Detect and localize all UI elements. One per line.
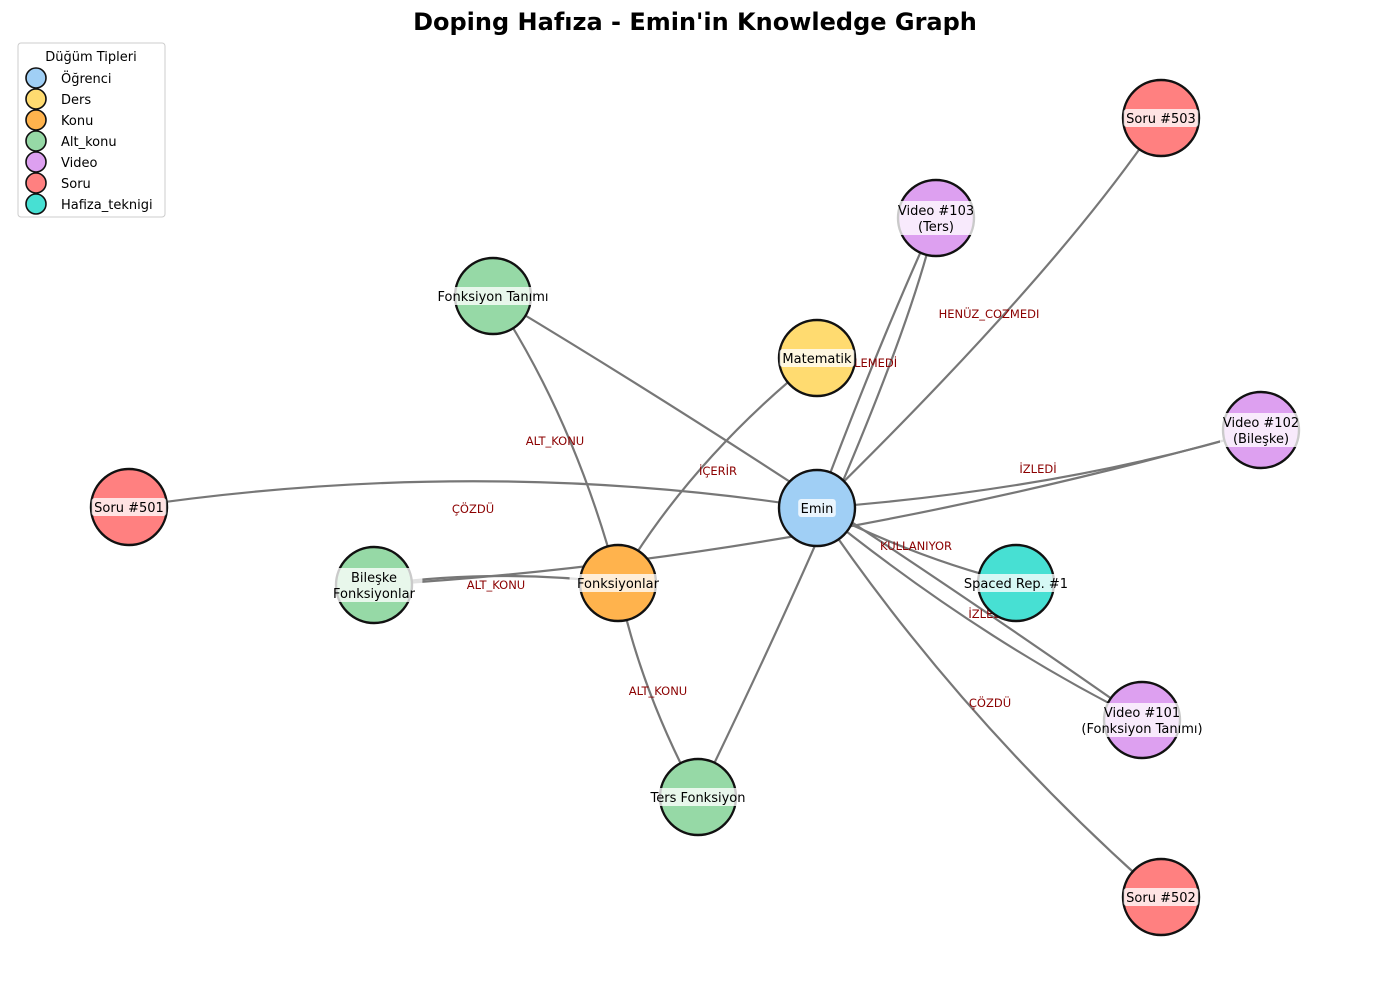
node-ters[interactable]: Ters Fonksiyon	[642, 757, 754, 837]
edge-labels-layer: ÇÖZDÜÇÖZDÜHENÜZ_COZMEDIİZLEMEDİİZLEDİİZL…	[452, 305, 1057, 710]
legend-label: Konu	[61, 114, 93, 129]
edge-label: İZLEDİ	[1019, 461, 1056, 476]
edge-label: İÇERİR	[699, 463, 737, 478]
legend-box	[17, 42, 166, 218]
edge-emin-soru503	[816, 117, 1162, 509]
node-label: Fonksiyon Tanımı	[437, 290, 548, 305]
graph-title: Doping Hafıza - Emin'in Knowledge Graph	[413, 8, 977, 36]
node-label-bg	[798, 499, 836, 517]
edge-label: HENÜZ_COZMEDI	[939, 305, 1040, 321]
node-label-bg	[325, 568, 423, 602]
legend-item-soru: Soru	[25, 172, 91, 194]
node-label-bg	[642, 788, 754, 806]
legend-label: Soru	[61, 177, 91, 192]
node-emin[interactable]: Emin	[777, 468, 857, 548]
node-label: Soru #502	[1126, 891, 1196, 906]
node-label-bg	[1071, 703, 1213, 737]
node-label: Video #103(Ters)	[898, 204, 974, 235]
edge-label: ALT_KONU	[629, 684, 687, 698]
node-label: Ters Fonksiyon	[650, 791, 746, 806]
node-fonksiyonlar[interactable]: Fonksiyonlar	[569, 543, 667, 623]
edge-label: ALT_KONU	[526, 434, 584, 448]
legend-item-ogrenci: Öğrenci	[25, 67, 112, 89]
legend-item-hafiza-teknigi: Hafiza_teknigi	[25, 193, 153, 215]
node-video103[interactable]: Video #103(Ters)	[895, 178, 977, 258]
node-label: Emin	[801, 502, 834, 517]
legend-label: Video	[61, 156, 97, 171]
legend-swatch	[25, 109, 47, 131]
edge-label: İZLEMEDİ	[843, 355, 897, 370]
node-fonksiyon-tanimi[interactable]: Fonksiyon Tanımı	[429, 256, 557, 336]
legend-swatch	[25, 130, 47, 152]
node-video102[interactable]: Video #102(Bileşke)	[1220, 390, 1302, 470]
edge-label: KULLANIYOR	[880, 539, 952, 553]
legend-swatch	[25, 151, 47, 173]
legend-label: Hafiza_teknigi	[61, 198, 153, 213]
legend-label: Alt_konu	[61, 135, 117, 150]
legend-title: Düğüm Tipleri	[45, 50, 137, 65]
node-label-bg	[429, 287, 557, 305]
legend: Düğüm Tipleri ÖğrenciDersKonuAlt_konuVid…	[17, 42, 166, 218]
node-soru503[interactable]: Soru #503	[1121, 78, 1201, 158]
legend-label: Ders	[61, 93, 91, 108]
node-video101[interactable]: Video #101(Fonksiyon Tanımı)	[1071, 680, 1213, 760]
node-label-bg	[1123, 888, 1199, 906]
node-label: Video #102(Bileşke)	[1223, 416, 1299, 447]
edge-emin-soru502	[816, 507, 1162, 898]
edge-ters-video103	[697, 217, 938, 798]
node-soru501[interactable]: Soru #501	[89, 467, 169, 547]
node-label: Fonksiyonlar	[577, 577, 660, 592]
node-soru502[interactable]: Soru #502	[1121, 857, 1201, 937]
legend-items: ÖğrenciDersKonuAlt_konuVideoSoruHafiza_t…	[25, 67, 153, 215]
legend-swatch	[25, 67, 47, 89]
legend-swatch	[25, 193, 47, 215]
legend-item-video: Video	[25, 151, 97, 173]
edge-label: ÇÖZDÜ	[452, 500, 494, 516]
node-label-bg	[960, 574, 1072, 592]
node-label-bg	[1220, 413, 1302, 447]
node-label-bg	[569, 574, 667, 592]
legend-label: Öğrenci	[61, 70, 112, 87]
legend-item-alt-konu: Alt_konu	[25, 130, 117, 152]
node-label-bg	[91, 498, 167, 516]
node-label: Soru #503	[1126, 112, 1196, 127]
edge-emin-soru501	[128, 480, 818, 510]
node-label-bg	[779, 349, 855, 367]
node-label: Spaced Rep. #1	[964, 577, 1068, 592]
legend-swatch	[25, 88, 47, 110]
node-label: Soru #501	[94, 501, 164, 516]
node-label-bg	[895, 201, 977, 235]
node-label: Video #101(Fonksiyon Tanımı)	[1081, 706, 1202, 737]
legend-swatch	[25, 172, 47, 194]
edge-label: ÇÖZDÜ	[969, 694, 1011, 710]
node-spaced[interactable]: Spaced Rep. #1	[960, 543, 1072, 623]
edge-label: ALT_KONU	[467, 578, 525, 592]
legend-item-ders: Ders	[25, 88, 91, 110]
node-matematik[interactable]: Matematik	[777, 318, 857, 398]
edge-emin-video101	[816, 507, 1143, 721]
node-label: Matematik	[782, 352, 852, 367]
node-label-bg	[1123, 109, 1199, 127]
legend-item-konu: Konu	[25, 109, 93, 131]
